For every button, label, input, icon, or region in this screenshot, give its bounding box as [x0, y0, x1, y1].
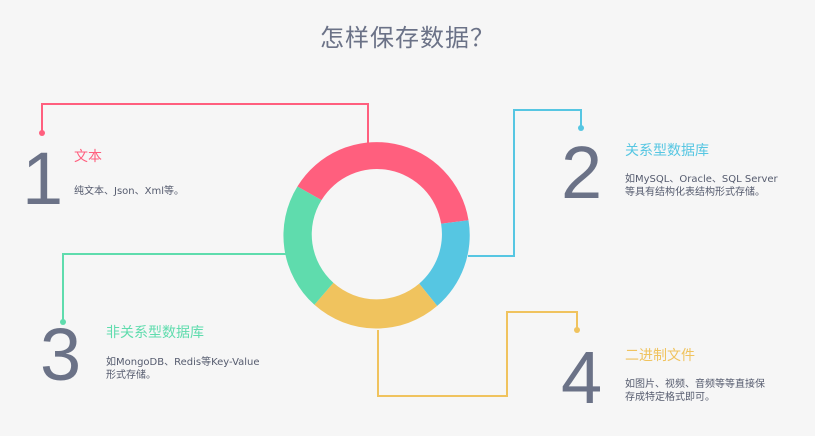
donut-segment-pink: [297, 142, 469, 224]
connector-dot-2: [578, 125, 584, 131]
item-description-3: 如MongoDB、Redis等Key-Value 形式存储。: [106, 357, 260, 381]
item-heading-3: 非关系型数据库: [106, 325, 204, 341]
item-heading-1: 文本: [74, 149, 102, 165]
page-title: 怎样保存数据？: [320, 24, 495, 52]
connector-dot-3: [60, 319, 66, 325]
item-heading-2: 关系型数据库: [625, 143, 709, 159]
connector-line-3: [62, 253, 290, 322]
donut-segment-blue: [419, 220, 470, 306]
connector-line-1: [41, 103, 369, 143]
item-number-4: 4: [561, 336, 603, 419]
item-description-1: 纯文本、Json、Xml等。: [74, 186, 184, 197]
item-heading-4: 二进制文件: [625, 348, 695, 364]
item-number-1: 1: [22, 137, 64, 220]
donut-segment-yellow: [314, 282, 438, 329]
item-number-3: 3: [40, 313, 82, 396]
item-description-2: 如MySQL、Oracle、SQL Server 等具有结构化表结构形式存储。: [625, 174, 778, 198]
connector-line-2: [468, 109, 582, 257]
item-number-2: 2: [561, 131, 603, 214]
connector-dot-4: [574, 327, 580, 333]
connector-dot-1: [39, 130, 45, 136]
donut-segment-green: [283, 186, 334, 305]
connector-line-4: [377, 311, 578, 397]
item-description-4: 如图片、视频、音频等等直接保 存成特定格式即可。: [625, 379, 765, 403]
